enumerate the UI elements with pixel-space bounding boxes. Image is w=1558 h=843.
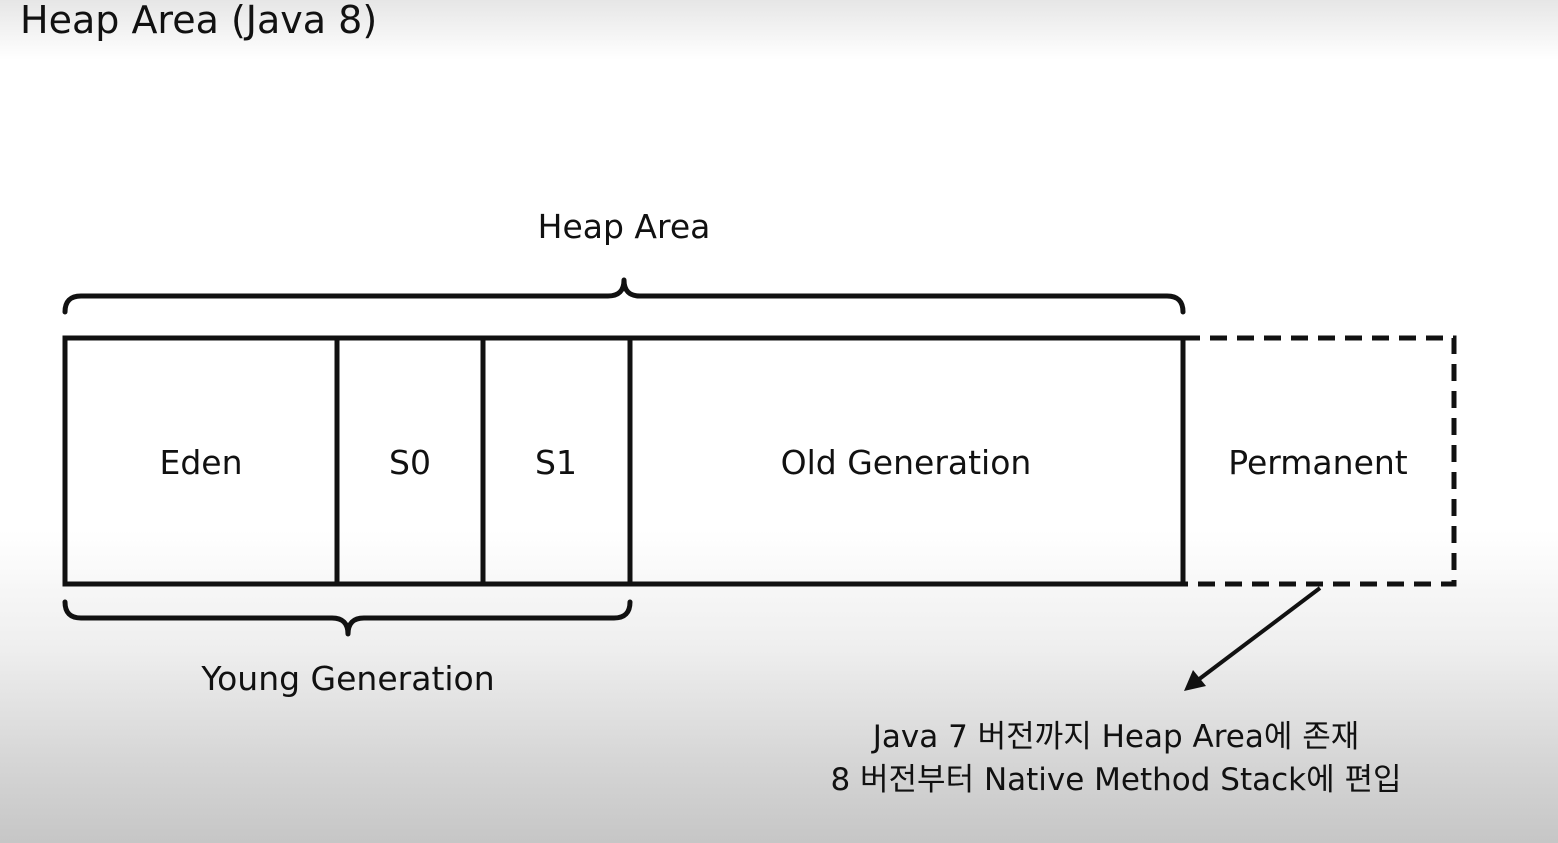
heap-area-label: Heap Area [538,207,711,246]
segment-old-generation: Old Generation [781,443,1032,482]
note-line-2: 8 버전부터 Native Method Stack에 편입 [830,762,1401,798]
permanent-box [1183,335,1457,587]
young-generation-brace [62,599,633,637]
note-line-1: Java 7 버전까지 Heap Area에 존재 [871,719,1360,755]
segment-s1: S1 [535,443,577,482]
arrow-head-icon [1184,670,1206,691]
segment-eden: Eden [159,443,242,482]
slide-title: Heap Area (Java 8) [20,0,378,42]
heap-area-brace [62,277,1186,315]
heap-box [62,335,1186,587]
young-generation-label: Young Generation [200,659,494,698]
permanent-arrow-line [1196,586,1322,682]
segment-permanent: Permanent [1228,443,1408,482]
segment-s0: S0 [389,443,431,482]
